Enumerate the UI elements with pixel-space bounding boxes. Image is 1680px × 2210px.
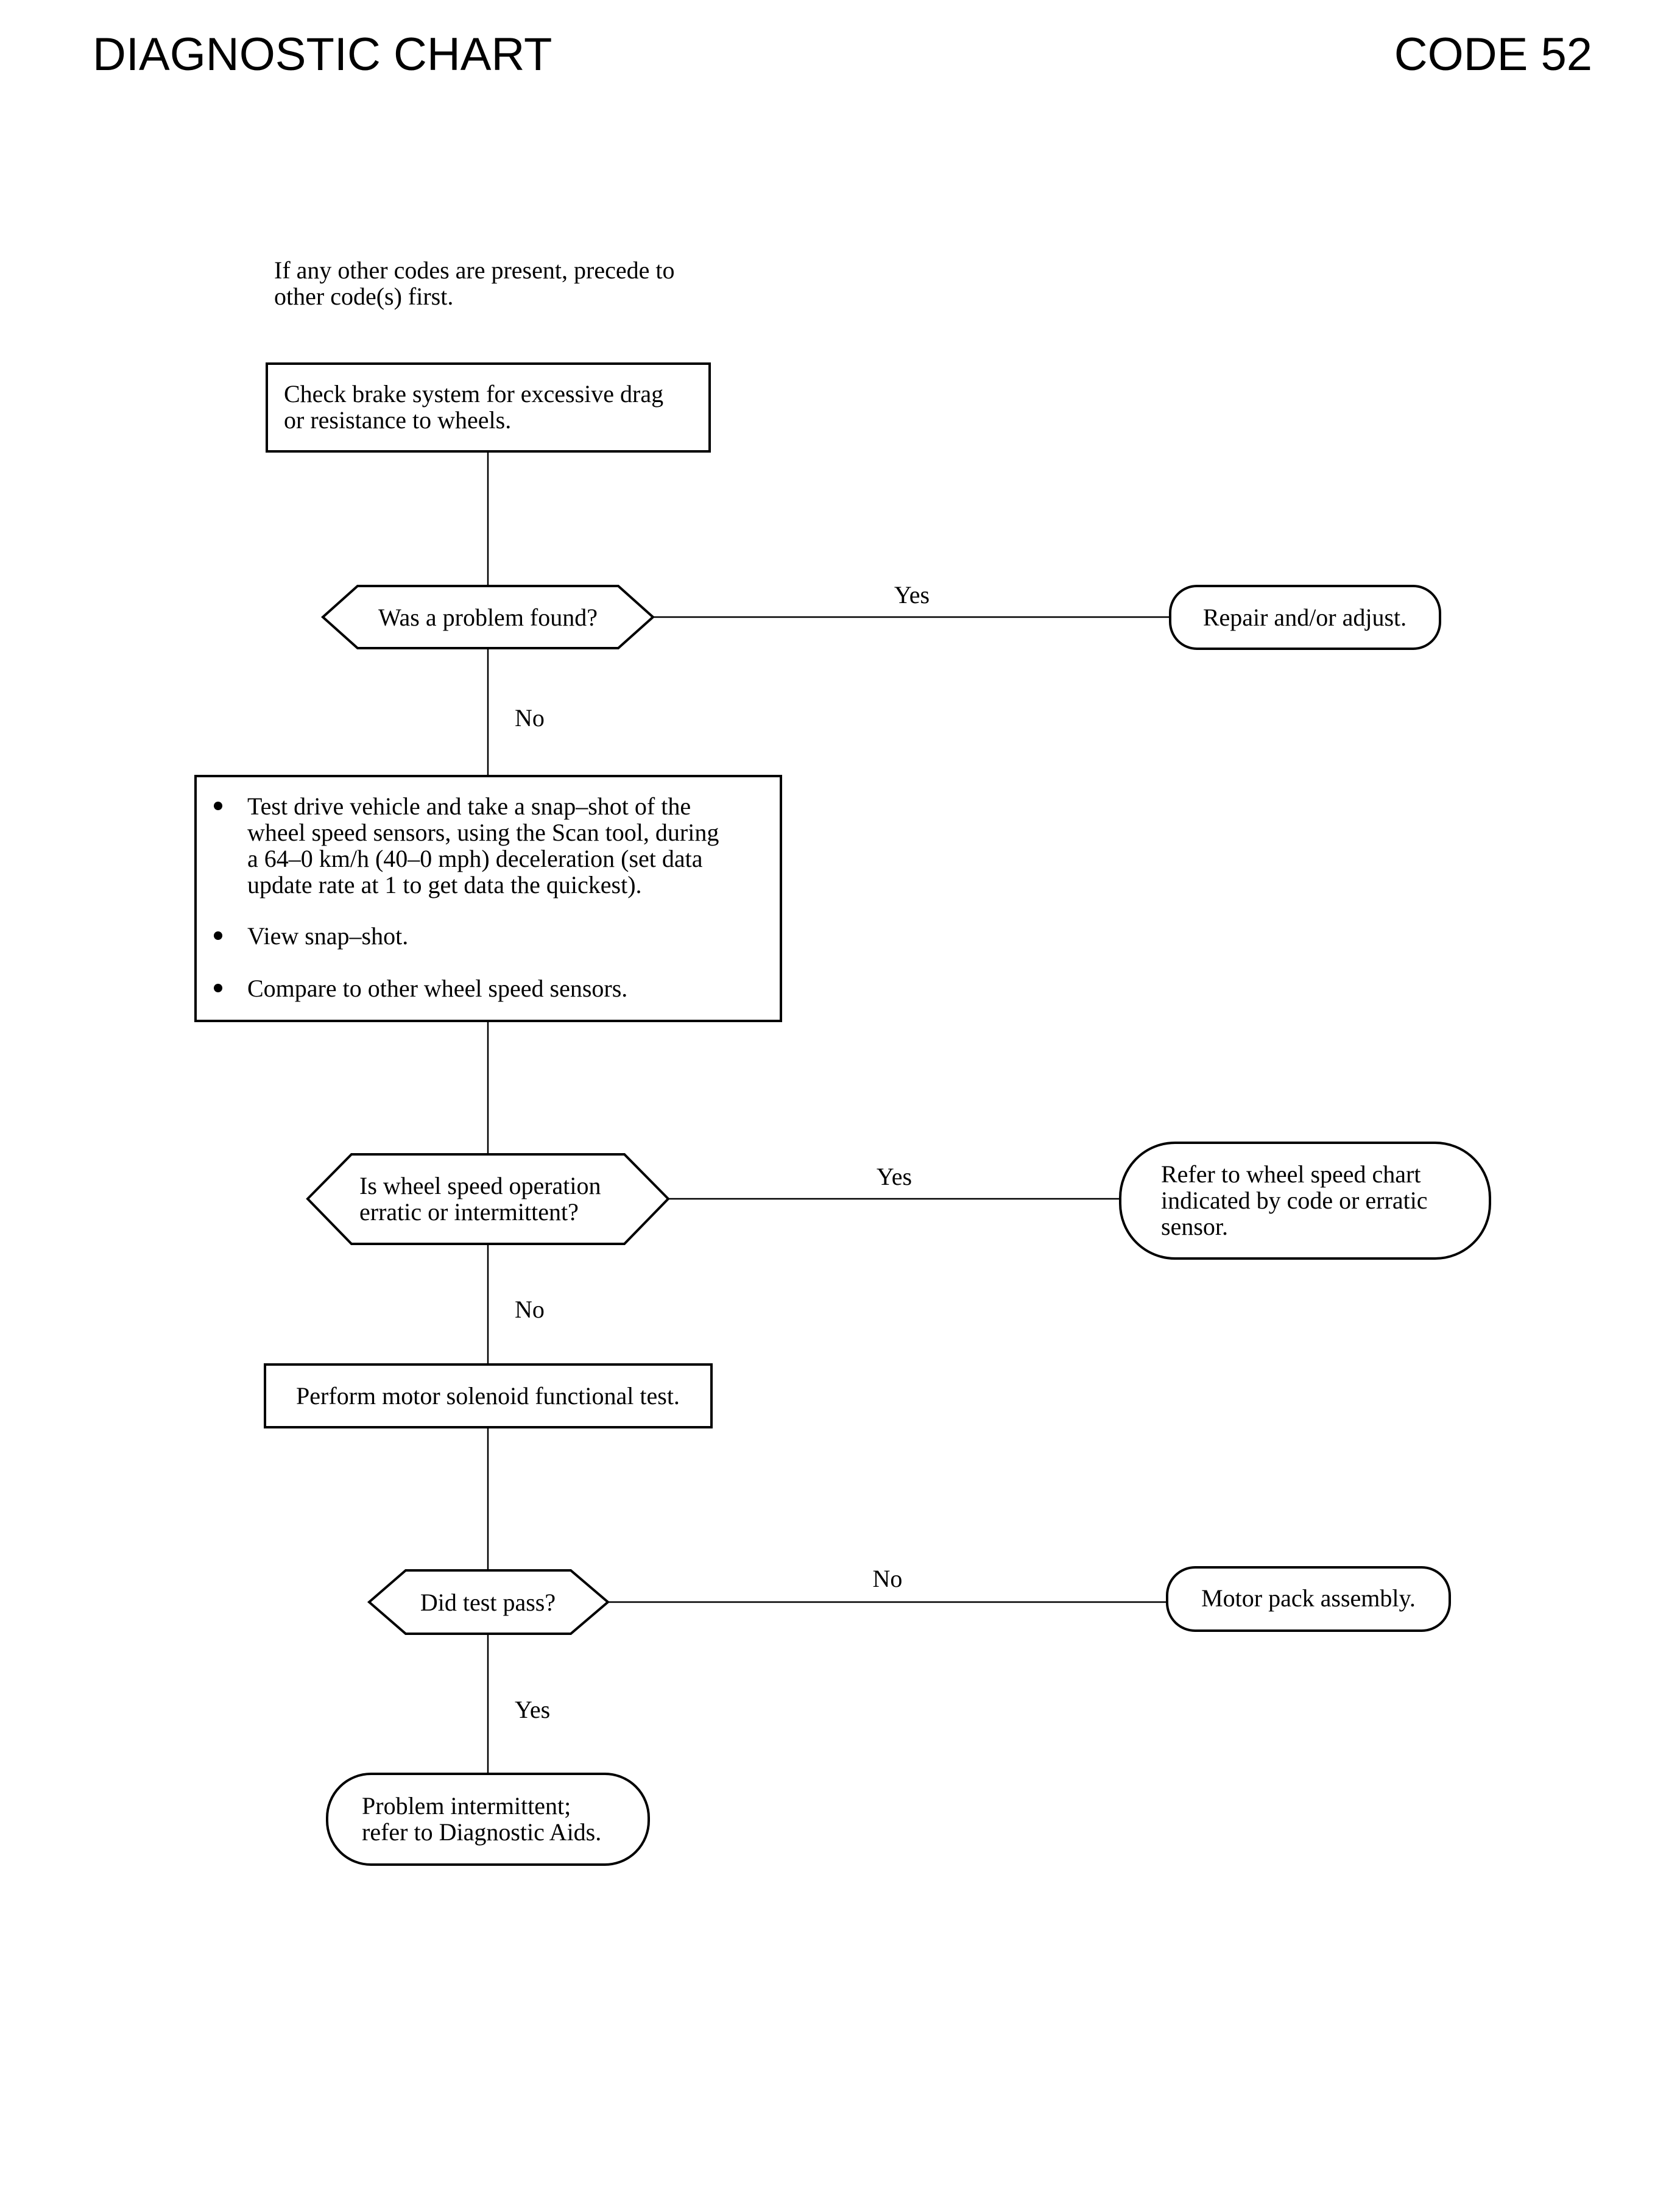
bullet-1 (214, 802, 222, 810)
intro-note-line-2: other code(s) first. (274, 283, 453, 310)
intermittent-line-2: refer to Diagnostic Aids. (362, 1818, 601, 1846)
solenoid-test-text: Perform motor solenoid functional test. (296, 1382, 680, 1410)
test-drive-bullet-2: View snap–shot. (247, 922, 408, 950)
code-number: CODE 52 (1394, 29, 1592, 80)
repair-terminal (1169, 585, 1441, 650)
check-brake-box (266, 362, 711, 453)
problem-found-decision (321, 585, 655, 649)
test-drive-bullet-1-line-2: wheel speed sensors, using the Scan tool… (247, 819, 719, 846)
erratic-line-1: Is wheel speed operation (359, 1172, 601, 1199)
refer-chart-terminal (1119, 1142, 1491, 1260)
test-pass-decision (367, 1569, 610, 1635)
test-drive-bullet-1-line-4: update rate at 1 to get data the quickes… (247, 871, 642, 898)
edge-label-no-3: No (873, 1565, 903, 1592)
edge-label-yes-1: Yes (894, 581, 930, 609)
erratic-line-2: erratic or intermittent? (359, 1198, 579, 1226)
refer-chart-line-2: indicated by code or erratic (1161, 1187, 1428, 1214)
motor-pack-text: Motor pack assembly. (1201, 1584, 1416, 1612)
edge-label-yes-2: Yes (877, 1163, 912, 1190)
erratic-decision (306, 1153, 670, 1245)
intro-note-line-1: If any other codes are present, precede … (274, 256, 674, 284)
check-brake-line-2: or resistance to wheels. (284, 406, 511, 434)
motor-pack-terminal (1166, 1566, 1451, 1632)
intermittent-line-1: Problem intermittent; (362, 1792, 571, 1820)
edge-label-no-1: No (515, 704, 545, 732)
test-pass-text: Did test pass? (420, 1589, 556, 1616)
refer-chart-line-1: Refer to wheel speed chart (1161, 1160, 1421, 1188)
bullet-3 (214, 984, 222, 992)
test-drive-bullet-1-line-3: a 64–0 km/h (40–0 mph) deceleration (set… (247, 845, 703, 872)
solenoid-test-box (264, 1363, 713, 1428)
test-drive-bullet-3: Compare to other wheel speed sensors. (247, 975, 627, 1002)
chart-title: DIAGNOSTIC CHART (93, 29, 552, 80)
problem-found-text: Was a problem found? (378, 604, 598, 631)
edge-label-yes-3: Yes (515, 1696, 550, 1723)
bullet-2 (214, 931, 222, 940)
refer-chart-line-3: sensor. (1161, 1213, 1228, 1240)
test-drive-box (194, 775, 782, 1022)
check-brake-line-1: Check brake system for excessive drag (284, 380, 663, 408)
intermittent-terminal (326, 1773, 650, 1866)
test-drive-bullet-1-line-1: Test drive vehicle and take a snap–shot … (247, 793, 691, 820)
repair-text: Repair and/or adjust. (1203, 604, 1406, 631)
edge-label-no-2: No (515, 1296, 545, 1323)
